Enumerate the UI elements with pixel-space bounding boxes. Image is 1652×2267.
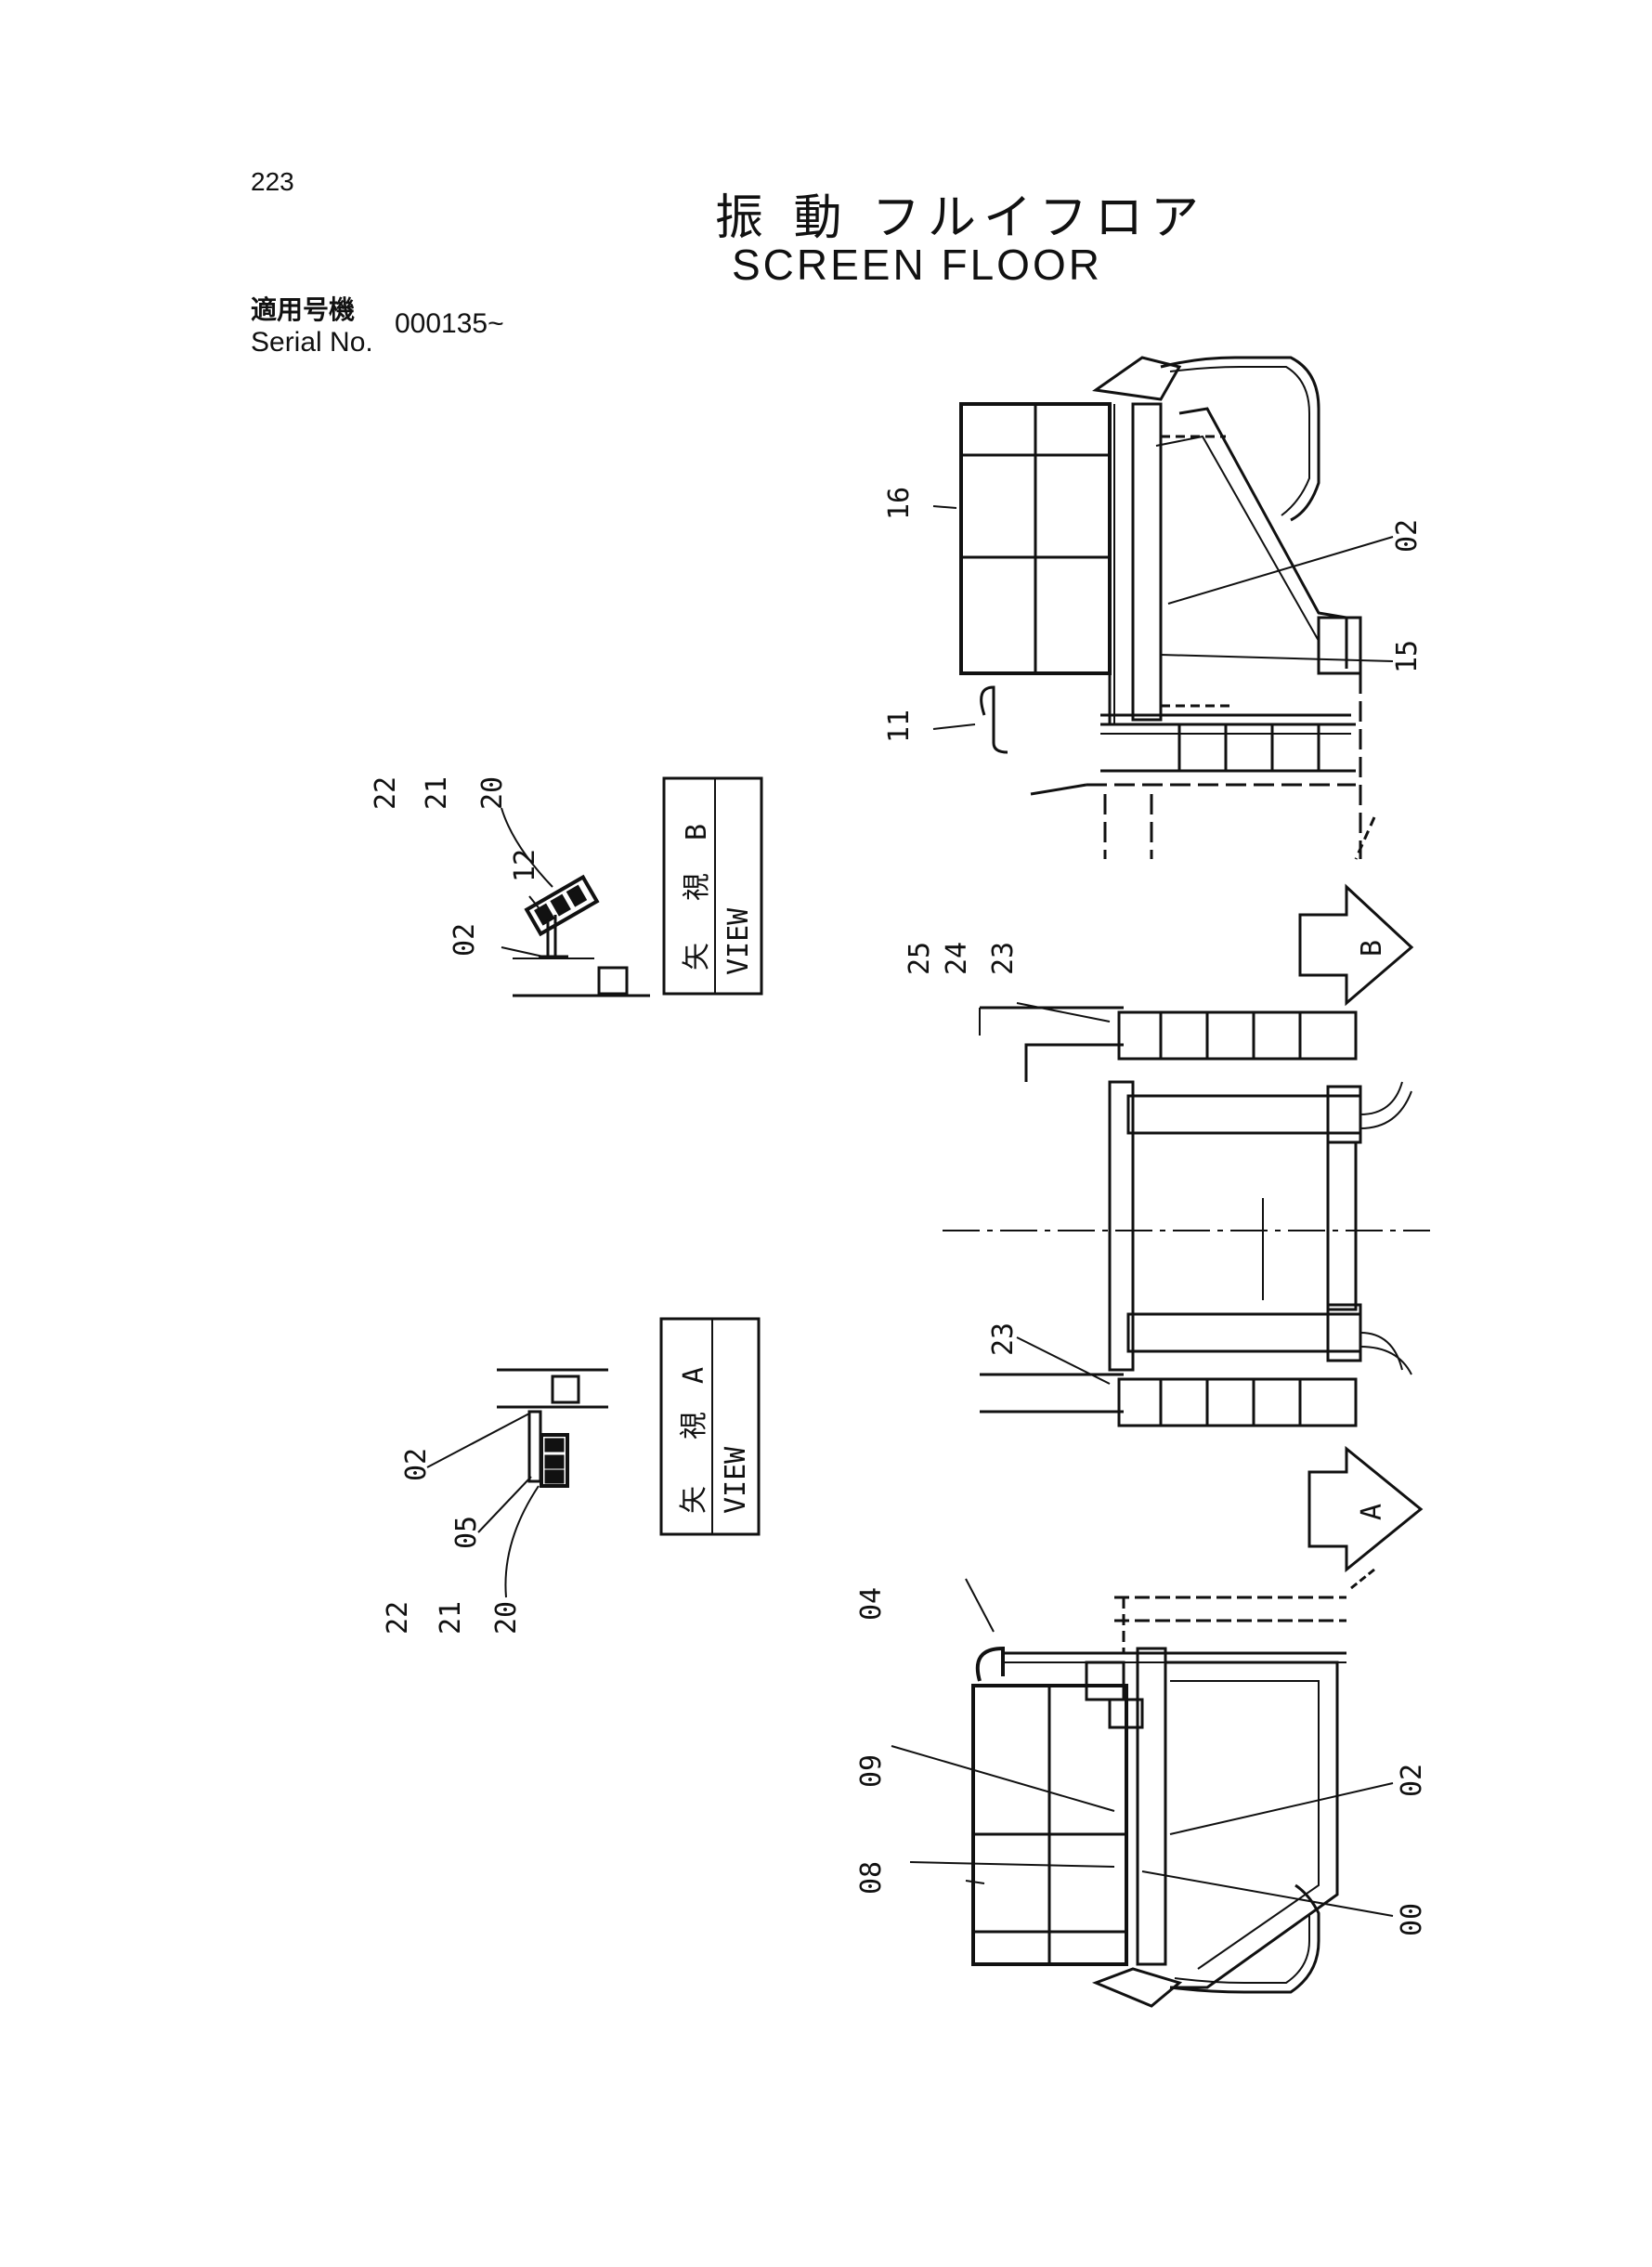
view-a-label-text: 矢 視 A VIEW (678, 1367, 752, 1514)
callout-top-11: 11 (883, 710, 916, 743)
callout-middle-25: 25 (904, 942, 936, 975)
callout-bottom-00: 00 (1396, 1903, 1428, 1936)
view-b-label-text: 矢 視 B VIEW (681, 824, 755, 975)
view-b-kanji-2: 視 (681, 873, 713, 901)
view-b-kanji-1: 矢 (681, 943, 713, 971)
callout-view-b-20: 20 (476, 776, 509, 810)
view-a-kanji-1: 矢 (678, 1486, 710, 1514)
callout-view-b-22: 22 (370, 776, 402, 810)
view-b-label-box (662, 776, 763, 996)
serial-label-japanese: 適用号機 (251, 294, 356, 325)
serial-label-english: Serial No. (251, 327, 373, 358)
callout-view-a-20: 20 (490, 1601, 523, 1635)
page-title-english: SCREEN FLOOR (732, 241, 1102, 289)
arrow-b (1298, 883, 1414, 1007)
callout-middle-24: 24 (941, 942, 973, 975)
callout-bottom-08: 08 (855, 1861, 888, 1895)
callout-view-b-02: 02 (449, 923, 481, 957)
callout-middle-23-top: 23 (987, 942, 1020, 975)
bottom-assembly (891, 1568, 1394, 2008)
view-b-detail (501, 807, 650, 997)
callout-bottom-04: 04 (855, 1587, 888, 1621)
view-a-detail (426, 1368, 608, 1598)
view-b-word: VIEW (722, 907, 755, 975)
callout-numbers: 22 21 20 12 02 02 05 22 21 20 16 11 02 1… (370, 487, 1428, 1936)
callout-top-02: 02 (1391, 519, 1424, 553)
callout-bottom-02: 02 (1396, 1764, 1428, 1797)
page-number: 223 (251, 167, 294, 196)
view-a-label-box (659, 1317, 761, 1536)
top-assembly (932, 356, 1394, 860)
serial-number-value: 000135~ (395, 308, 504, 339)
callout-bottom-09: 09 (855, 1754, 888, 1788)
view-b-letter: B (681, 824, 713, 840)
page-title-japanese: 振 動 フルイフロア (715, 190, 1207, 246)
callout-top-16: 16 (883, 487, 916, 520)
view-a-kanji-2: 視 (678, 1412, 710, 1440)
arrow-b-letter: B (1356, 940, 1388, 957)
callout-view-a-02: 02 (400, 1448, 433, 1481)
callout-view-b-12: 12 (509, 849, 541, 882)
view-a-word: VIEW (720, 1446, 752, 1514)
arrow-a-letter: A (1356, 1504, 1388, 1520)
middle-assembly (943, 1002, 1430, 1427)
callout-view-a-21: 21 (435, 1601, 467, 1635)
callout-middle-23-bottom: 23 (987, 1322, 1020, 1356)
callout-top-15: 15 (1391, 640, 1424, 673)
arrow-a (1307, 1445, 1424, 1573)
callout-view-a-22: 22 (382, 1601, 414, 1635)
callout-view-a-05: 05 (450, 1516, 483, 1549)
callout-view-b-21: 21 (421, 776, 453, 810)
view-a-letter: A (678, 1367, 710, 1384)
